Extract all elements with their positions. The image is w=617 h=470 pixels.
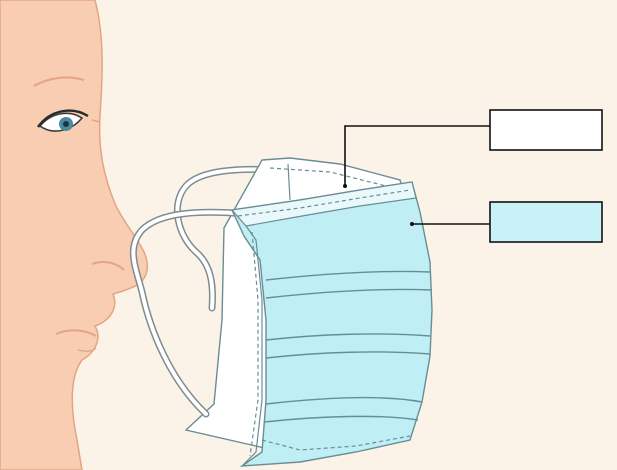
label-box-bottom [490, 202, 602, 242]
label-box-bottom-frame [490, 202, 602, 242]
leader-dot-top [343, 184, 347, 188]
pupil [63, 121, 69, 127]
label-box-top-frame [490, 110, 602, 150]
label-box-top [490, 110, 602, 150]
leader-dot-bottom [410, 222, 414, 226]
